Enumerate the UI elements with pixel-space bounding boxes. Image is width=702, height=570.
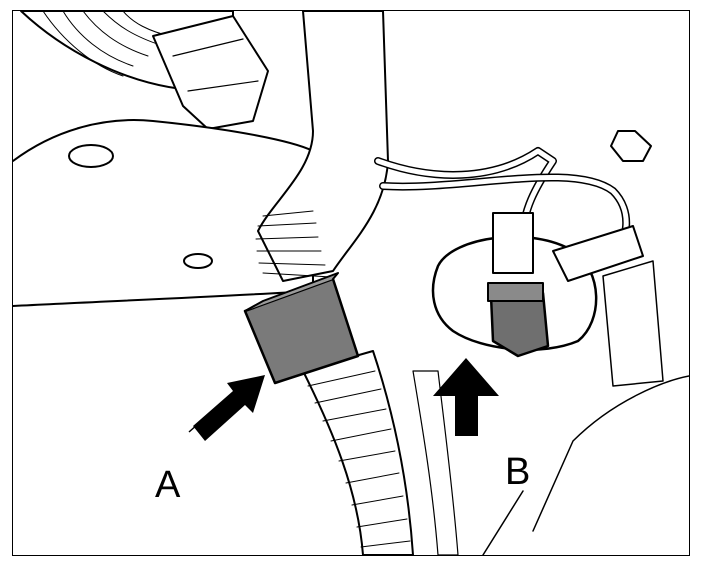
lower-hose-ribs (307, 370, 411, 548)
diagram-illustration (13, 11, 689, 555)
diagram-frame: A B (12, 10, 690, 556)
callout-b: B (505, 451, 531, 493)
body-panel (13, 119, 314, 307)
lower-hose (302, 350, 414, 555)
hex-bolt (610, 130, 652, 162)
callout-a: A (155, 464, 181, 506)
right-bracket (602, 260, 664, 387)
panel-hole-2 (183, 253, 213, 269)
arrow-b-icon (433, 358, 499, 436)
sensor-plug (492, 212, 534, 274)
sensor-tab (552, 225, 644, 282)
main-hose-ribs (255, 210, 332, 278)
center-wire-loom (412, 370, 459, 555)
top-connector (152, 15, 269, 130)
panel-hole-1 (68, 144, 114, 168)
arrow-a-icon (188, 375, 265, 441)
